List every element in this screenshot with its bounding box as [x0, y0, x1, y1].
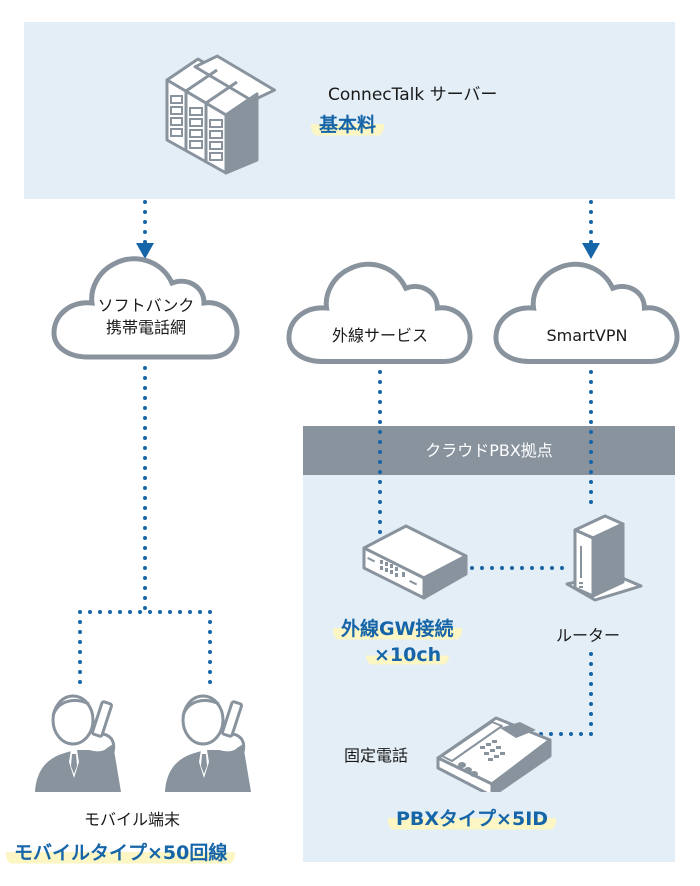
gateway-fee-line2: ×10ch: [366, 644, 450, 666]
gateway-fee-line1: 外線GW接続: [333, 614, 462, 641]
pbx-site-header: [303, 426, 675, 475]
arrow-down-icon: [582, 243, 600, 259]
cloud-external-label: 外線サービス: [331, 326, 428, 345]
cloud-softbank-label: ソフトバンク 携帯電話網: [50, 295, 242, 339]
server-fee-badge: 基本料: [311, 110, 385, 137]
pbx-fee-badge: PBXタイプ×5ID: [388, 804, 557, 831]
cloud-smartvpn-label: SmartVPN: [546, 326, 628, 345]
person-with-phone-icon: [165, 694, 251, 792]
cloud-softbank-line2: 携帯電話網: [105, 318, 186, 337]
mobile-fee-badge: モバイルタイプ×50回線: [6, 838, 236, 865]
desk-phone-label: 固定電話: [344, 746, 409, 765]
cloud-softbank-line1: ソフトバンク: [97, 296, 195, 315]
mobile-label: モバイル端末: [84, 810, 181, 829]
server-name: ConnecTalk サーバー: [328, 85, 498, 105]
desk-phone-icon: [436, 716, 552, 792]
router-icon: [565, 514, 643, 602]
person-with-phone-icon: [35, 694, 121, 792]
connector-router-phone: [530, 652, 593, 736]
cloud-icon: [286, 261, 473, 364]
router-label: ルーター: [556, 626, 621, 645]
connector-softbank-mobile: [78, 366, 212, 690]
server-rack-icon: [165, 54, 277, 175]
pbx-site-title: クラウドPBX拠点: [425, 441, 553, 460]
arrow-down-icon: [136, 243, 154, 259]
gateway-device-icon: [362, 524, 468, 600]
cloud-icon: [493, 261, 680, 364]
cloud-icon: [51, 256, 240, 360]
